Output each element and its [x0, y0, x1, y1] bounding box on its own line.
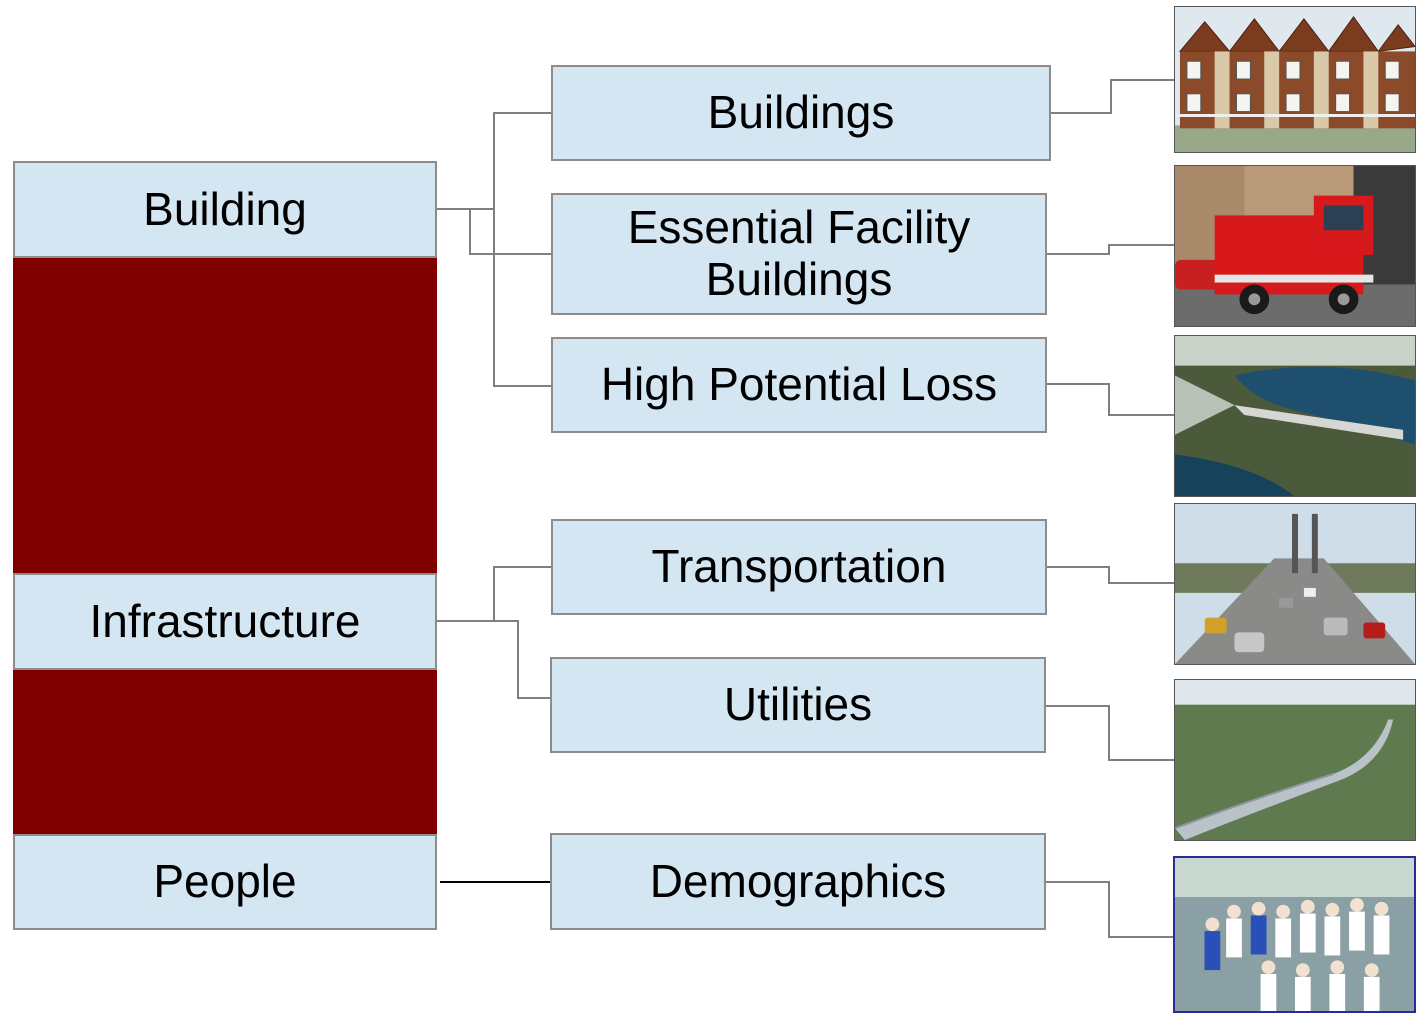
- townhouse-icon: [1174, 6, 1416, 153]
- sub-utilities-label: Utilities: [723, 678, 873, 731]
- sub-buildings: Buildings: [551, 65, 1051, 161]
- connector-building-buildings: [437, 112, 551, 210]
- category-building-label: Building: [143, 182, 307, 235]
- pipeline-icon: [1174, 679, 1416, 841]
- sub-high-potential-loss: High Potential Loss: [551, 337, 1047, 433]
- sub-high-potential-loss-label: High Potential Loss: [600, 358, 998, 411]
- connector-infra-transport: [437, 566, 551, 622]
- sub-demographics-label: Demographics: [649, 854, 947, 907]
- category-people: People: [13, 834, 437, 930]
- spacer-block-1: [13, 258, 437, 573]
- category-infrastructure: Infrastructure: [13, 573, 437, 670]
- category-people-label: People: [153, 855, 297, 908]
- sub-buildings-label: Buildings: [707, 86, 895, 139]
- fire-truck-icon: [1174, 165, 1416, 327]
- sub-utilities: Utilities: [550, 657, 1046, 753]
- dam-icon: [1174, 335, 1416, 497]
- group-of-people-icon: [1173, 856, 1416, 1013]
- connector-buildings-photo: [1051, 79, 1174, 114]
- spacer-block-2: [13, 670, 437, 834]
- connector-highloss-photo: [1047, 383, 1174, 416]
- connector-transport-photo: [1047, 566, 1174, 584]
- sub-transportation: Transportation: [551, 519, 1047, 615]
- connector-building-highloss: [437, 208, 551, 387]
- sub-essential-facility-label: Essential Facility Buildings: [627, 201, 971, 305]
- sub-demographics: Demographics: [550, 833, 1046, 930]
- connector-essential-photo: [1047, 244, 1174, 255]
- connector-infra-utilities: [437, 620, 551, 699]
- connector-utilities-photo: [1046, 705, 1174, 761]
- sub-essential-facility: Essential Facility Buildings: [551, 193, 1047, 315]
- category-infrastructure-label: Infrastructure: [89, 594, 361, 647]
- category-building: Building: [13, 161, 437, 258]
- sub-transportation-label: Transportation: [651, 540, 947, 593]
- highway-bridge-icon: [1174, 503, 1416, 665]
- connector-demographics-photo: [1046, 881, 1174, 938]
